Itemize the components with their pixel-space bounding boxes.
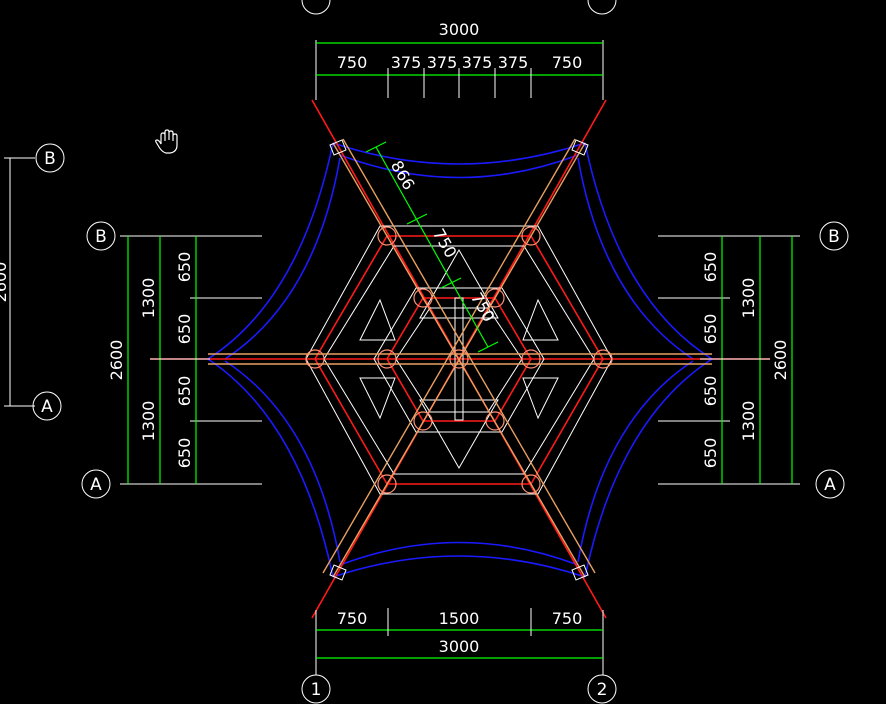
left-overall-dim: 2600 xyxy=(107,340,126,381)
far-left-dim: 2600 xyxy=(0,262,10,303)
bottom-seg-dim: 750 xyxy=(552,609,583,628)
top-seg-dim: 375 xyxy=(391,53,422,72)
columns xyxy=(305,226,613,494)
svg-text:2: 2 xyxy=(597,680,608,700)
roof-edge-arcs xyxy=(207,142,713,578)
right-quarter-dim: 650 xyxy=(701,376,720,407)
right-overall-dim: 2600 xyxy=(771,340,790,381)
bottom-overall-dim: 3000 xyxy=(439,637,480,656)
grid-bubble-b-far-left: B xyxy=(35,143,65,173)
hand-pan-icon xyxy=(155,129,178,154)
top-dimensions: 3000 750 375 375 375 375 750 xyxy=(316,20,603,98)
diagonal-dimensions: 866 750 750 xyxy=(365,141,499,353)
grid-bubble-b-right: B xyxy=(819,221,849,251)
svg-text:A: A xyxy=(41,397,53,417)
left-quarter-dim: 650 xyxy=(175,252,194,283)
right-dimensions: 650 650 650 650 1300 1300 2600 xyxy=(700,236,793,484)
svg-text:B: B xyxy=(95,227,107,247)
right-quarter-dim: 650 xyxy=(701,314,720,345)
bottom-seg-dim: 1500 xyxy=(439,609,480,628)
top-overall-dim: 3000 xyxy=(439,20,480,39)
grid-bubble-1: 1 xyxy=(301,674,331,704)
top-seg-dim: 750 xyxy=(337,53,368,72)
diagonal-dim: 750 xyxy=(467,289,499,325)
grid-bubble-b-left: B xyxy=(86,221,116,251)
grid-bubble-2: 2 xyxy=(587,674,617,704)
grid-bubbles: B A B A B A 1 2 xyxy=(32,0,849,704)
right-half-dim: 1300 xyxy=(739,278,758,319)
far-left-dimension: 2600 xyxy=(0,157,35,407)
left-quarter-dim: 650 xyxy=(175,314,194,345)
grid-bubble-a-far-left: A xyxy=(32,391,62,421)
grid-bubble-a-left: A xyxy=(81,469,111,499)
right-quarter-dim: 650 xyxy=(701,438,720,469)
bottom-seg-dim: 750 xyxy=(337,609,368,628)
top-seg-dim: 375 xyxy=(498,53,529,72)
left-half-dim: 1300 xyxy=(139,401,158,442)
rafters xyxy=(208,138,712,581)
right-half-dim: 1300 xyxy=(739,401,758,442)
svg-text:1: 1 xyxy=(311,680,322,700)
svg-text:B: B xyxy=(828,227,840,247)
bottom-dimensions: 750 1500 750 3000 xyxy=(316,608,603,659)
top-seg-dim: 750 xyxy=(552,53,583,72)
grid-bubble-cut-top-left xyxy=(301,0,331,15)
left-quarter-dim: 650 xyxy=(175,438,194,469)
svg-text:A: A xyxy=(90,475,102,495)
framing-members xyxy=(120,40,800,675)
svg-text:B: B xyxy=(44,149,56,169)
right-quarter-dim: 650 xyxy=(701,252,720,283)
grid-bubble-a-right: A xyxy=(815,469,845,499)
left-dimensions: 2600 1300 1300 650 650 650 650 xyxy=(107,236,210,484)
grid-bubble-cut-top-right xyxy=(587,0,617,15)
svg-text:A: A xyxy=(824,475,836,495)
left-quarter-dim: 650 xyxy=(175,376,194,407)
top-seg-dim: 375 xyxy=(427,53,458,72)
left-half-dim: 1300 xyxy=(139,278,158,319)
top-seg-dim: 375 xyxy=(462,53,493,72)
